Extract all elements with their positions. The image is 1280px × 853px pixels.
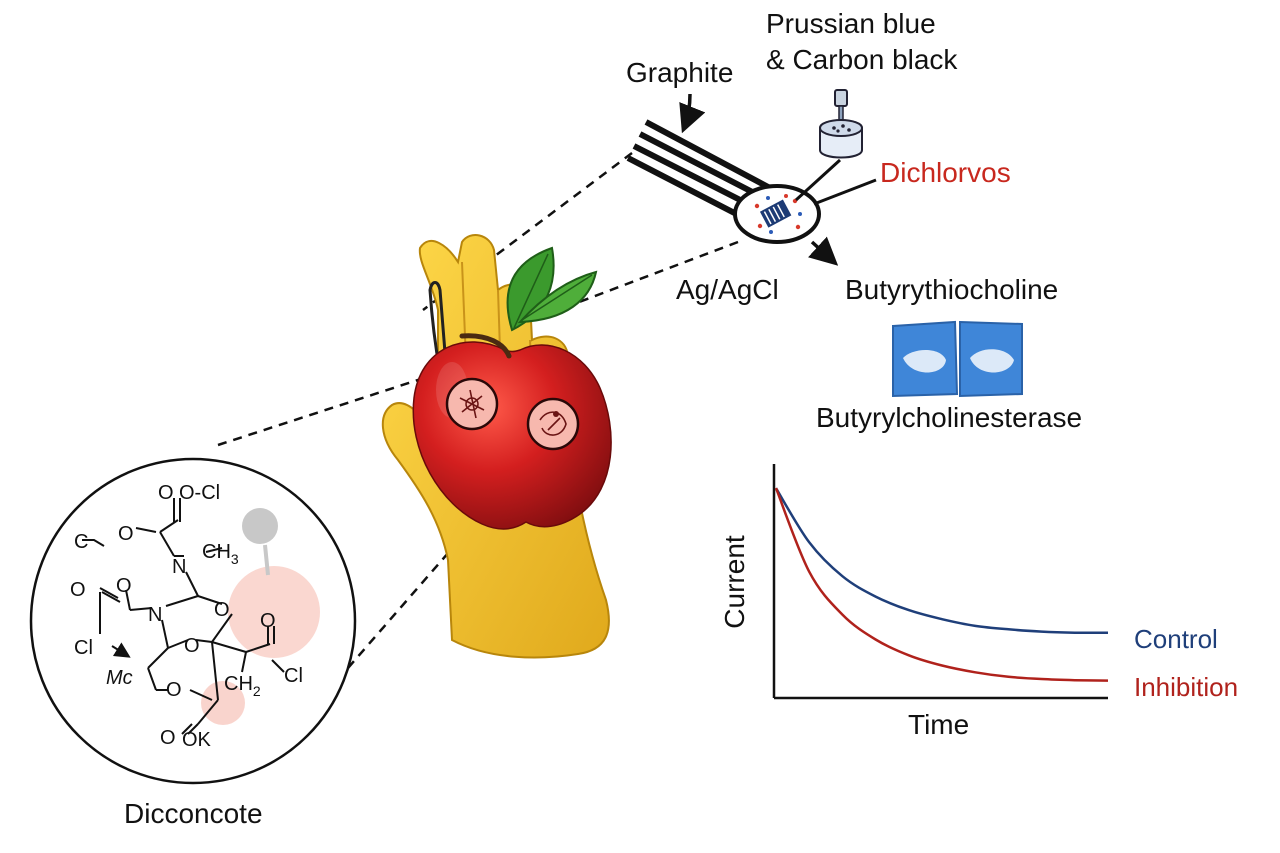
chart-series-line-inhibition	[774, 487, 1109, 682]
label-dichlorvos: Dichlorvos	[880, 157, 1011, 188]
chart-series-line-control	[774, 487, 1109, 635]
zoom-line-molecule-bottom	[347, 497, 497, 669]
chem-label: O	[160, 727, 176, 749]
chem-label: C	[74, 531, 88, 553]
label-prussian-blue-line2: & Carbon black	[766, 44, 958, 75]
chem-label: N	[172, 556, 186, 578]
label-graphite: Graphite	[626, 57, 734, 88]
apple-icon	[412, 333, 612, 530]
dropper-vial-icon	[819, 89, 863, 159]
chem-label: O-Cl	[179, 482, 220, 504]
chem-label: O	[158, 482, 174, 504]
zoom-line-top-electrode	[422, 152, 633, 311]
chem-label: O	[116, 575, 132, 597]
chart-x-axis-label: Time	[908, 709, 970, 740]
leaf-icon	[506, 246, 598, 332]
chart-legend-label-control: Control	[1134, 623, 1218, 654]
chem-label: O	[214, 599, 230, 621]
current-time-chart	[772, 464, 1109, 700]
chem-label: Cl	[284, 665, 303, 687]
chem-label: OK	[182, 729, 212, 751]
label-butyrylcholinesterase: Butyrylcholinesterase	[816, 402, 1083, 433]
label-prussian-blue-line1: Prussian blue	[766, 8, 936, 39]
chem-label: O	[70, 579, 86, 601]
chem-label: Mc	[106, 667, 133, 689]
chem-label: O	[166, 679, 182, 701]
chem-label: O	[260, 610, 276, 632]
zoom-lines	[217, 152, 739, 669]
chem-label: CH2	[224, 673, 261, 699]
chart-legend-label-inhibition: Inhibition	[1134, 671, 1239, 702]
zoom-line-molecule-top	[217, 376, 425, 447]
pesticide-residue-icon	[445, 377, 499, 431]
graphite-arrow	[679, 93, 706, 134]
chart-y-axis-label: Current	[718, 535, 750, 629]
zoom-line-bottom-electrode	[451, 240, 739, 352]
screen-printed-electrode-icon	[626, 119, 821, 244]
product-arrow	[808, 236, 839, 266]
chem-label: Cl	[74, 637, 93, 659]
chem-label: N	[148, 604, 162, 626]
pesticide-residue-icon	[526, 397, 580, 451]
dichlorvos-pointer-line	[813, 178, 877, 206]
enzyme-packet-icon	[892, 320, 1023, 398]
molecule-structure: O O-Cl C O N CH3 O O N O O Cl Mc O Cl CH…	[29, 457, 357, 785]
label-molecule-name: Dicconcote	[124, 798, 263, 829]
chem-label: O	[184, 635, 200, 657]
label-butyrythiocholine: Butyrythiocholine	[845, 274, 1059, 305]
chem-label: CH3	[202, 541, 239, 567]
label-ag-agcl: Ag/AgCl	[676, 274, 779, 305]
dropper-pointer-line	[794, 158, 842, 202]
chem-label: O	[118, 523, 134, 545]
